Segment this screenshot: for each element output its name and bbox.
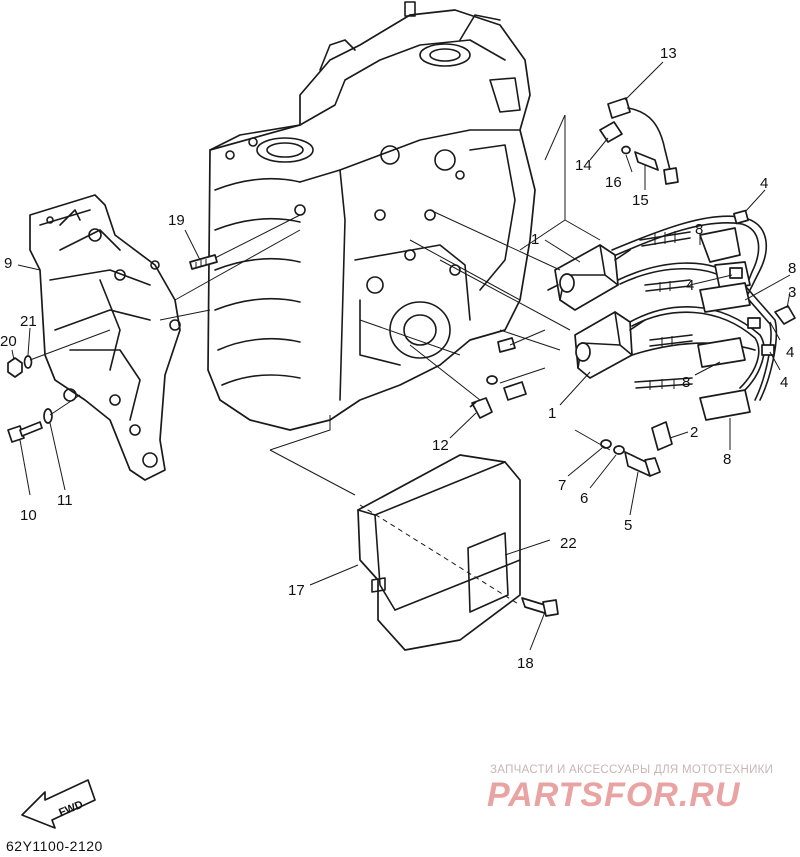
bolt-18	[521, 597, 559, 617]
bolt-5	[624, 451, 661, 477]
coil-washer	[486, 375, 498, 385]
ignition-coil-upper	[547, 244, 631, 311]
sensor-12	[469, 397, 493, 419]
callout-6: 6	[580, 490, 588, 507]
engine-mount-bracket	[29, 194, 181, 481]
washer-7	[600, 439, 612, 449]
thermo-switch-13	[607, 97, 679, 185]
callout-16: 16	[605, 174, 622, 191]
callout-4c: 4	[786, 344, 794, 361]
callout-18: 18	[517, 655, 534, 672]
callout-8c: 8	[682, 374, 690, 391]
callout-numbers: 13 14 16 15 4 1 8 8 4 3 4 8 4 1 2 8 12 7…	[0, 45, 796, 672]
leader-lines	[11, 61, 791, 651]
coil-bolt-upper	[497, 337, 516, 353]
spark-plug-cap-4	[699, 389, 751, 421]
screw-15	[634, 151, 659, 171]
nut-20	[7, 357, 23, 378]
callout-20: 20	[0, 333, 17, 350]
callout-1a: 1	[531, 231, 539, 248]
electrical-cover-17	[357, 454, 521, 651]
callout-13: 13	[660, 45, 677, 62]
callout-10: 10	[20, 507, 37, 524]
clip-3	[774, 305, 796, 325]
callout-4a: 4	[760, 175, 768, 192]
callout-8d: 8	[723, 451, 731, 468]
engine-block	[207, 1, 536, 431]
callout-22: 22	[560, 535, 577, 552]
watermark-logo: PARTSFOR.RU	[487, 776, 741, 814]
fwd-arrow: FWD	[21, 779, 96, 829]
bolt-10	[7, 421, 43, 443]
callout-11: 11	[57, 492, 73, 509]
cable-clamps	[729, 209, 775, 356]
spark-plugs	[634, 231, 693, 390]
stud-bolt-19	[189, 254, 218, 270]
callout-1b: 1	[548, 405, 556, 422]
callout-2: 2	[690, 424, 698, 441]
spark-plug-cap-2	[699, 282, 751, 313]
ignition-coil-lower	[574, 311, 646, 379]
callout-8a: 8	[695, 221, 703, 238]
callout-19: 19	[168, 212, 185, 229]
callout-4b: 4	[686, 277, 694, 294]
watermark-subtitle: ЗАПЧАСТИ И АКСЕССУАРЫ ДЛЯ МОТОТЕХНИКИ	[490, 764, 774, 776]
coil-bolt-lower	[503, 381, 527, 401]
spark-plug-cap-3	[697, 337, 746, 368]
washer-6	[613, 445, 625, 455]
washer-11	[43, 408, 53, 424]
washer-21	[23, 355, 33, 369]
callout-15: 15	[632, 192, 649, 209]
callout-7: 7	[558, 477, 566, 494]
callout-21: 21	[20, 313, 37, 330]
callout-5: 5	[624, 517, 632, 534]
callout-17: 17	[288, 582, 305, 599]
callout-4d: 4	[780, 374, 788, 391]
plate-14	[599, 121, 623, 143]
terminal-2	[651, 421, 673, 451]
callout-9: 9	[4, 255, 12, 272]
callout-8b: 8	[788, 260, 796, 277]
high-tension-leads	[611, 215, 778, 401]
callout-12: 12	[432, 437, 449, 454]
drawing-code: 62Y1100-2120	[6, 838, 103, 854]
callout-3: 3	[788, 284, 796, 301]
washer-16	[621, 145, 631, 155]
callout-14: 14	[575, 157, 592, 174]
assembly-guide-lines	[29, 114, 611, 606]
